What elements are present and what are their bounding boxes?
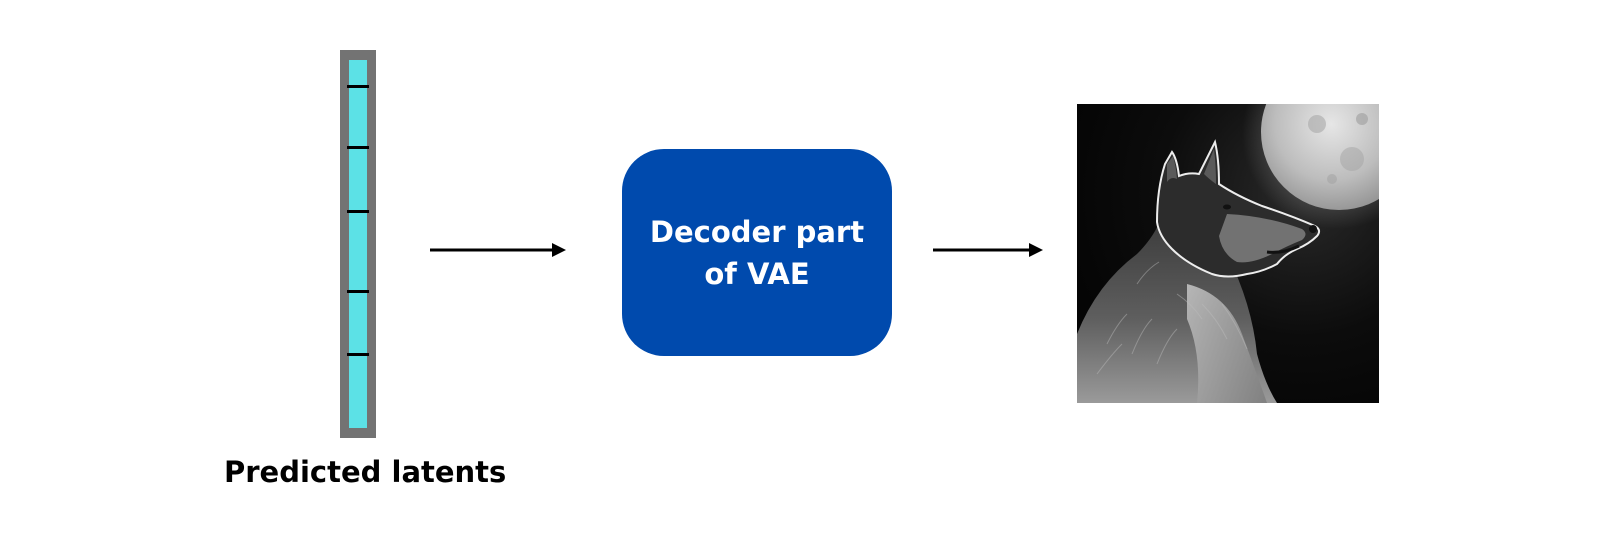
latent-tick: [347, 290, 369, 293]
wolf-howling-at-moon-image: [1077, 104, 1379, 403]
latent-tick: [347, 353, 369, 356]
latent-tick: [347, 210, 369, 213]
latent-tick: [347, 146, 369, 149]
arrow-right-icon: [430, 243, 566, 257]
wolf-image-drawing: [1077, 104, 1379, 403]
latents-label: Predicted latents: [224, 455, 507, 489]
latent-vector-fill: [349, 60, 367, 428]
arrow-right-icon: [933, 243, 1043, 257]
latent-vector: [340, 50, 376, 438]
decoder-box: Decoder part of VAE: [622, 149, 892, 356]
latent-tick: [347, 85, 369, 88]
decoder-label: Decoder part of VAE: [649, 214, 865, 291]
